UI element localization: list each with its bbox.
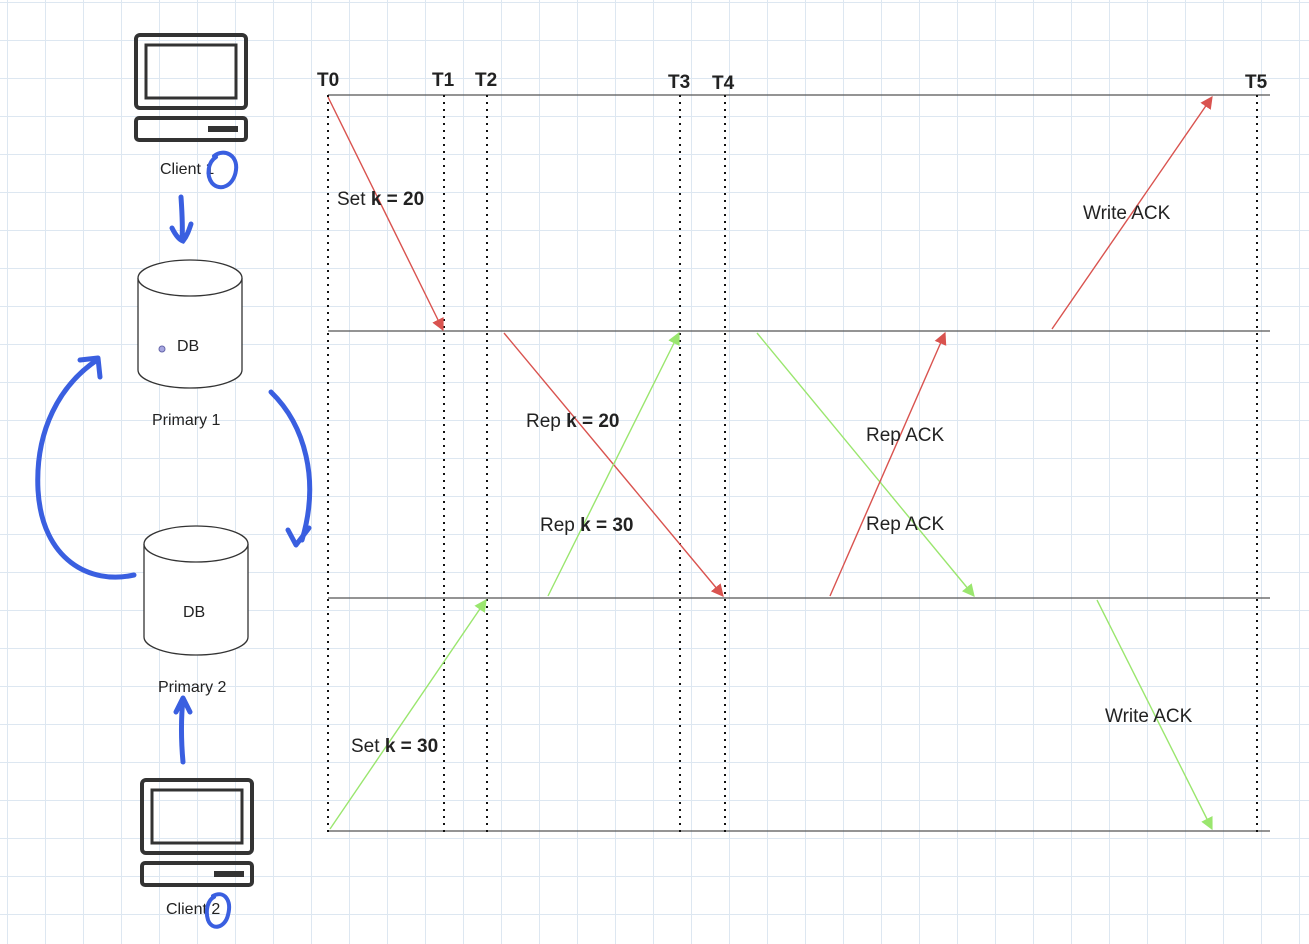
annotation-arrow-client2-to-primary2 <box>173 695 193 765</box>
label-client-1: Client 1 <box>160 161 214 178</box>
arrow-write-ack-green <box>1096 599 1213 831</box>
tick-label-t0: T0 <box>317 70 339 91</box>
label-primary-1: Primary 1 <box>152 412 221 429</box>
label-rep-k30: Rep k = 30 <box>540 515 634 536</box>
label-rep-ack-1: Rep ACK <box>866 425 944 446</box>
computer-icon-client-2 <box>140 778 254 887</box>
arrow-rep-k30 <box>547 331 680 597</box>
tick-label-t5: T5 <box>1245 72 1268 93</box>
label-client-2: Client 2 <box>166 901 220 918</box>
label-write-ack-1: Write ACK <box>1083 203 1171 224</box>
label-rep-k20: Rep k = 20 <box>526 411 620 432</box>
tick-label-t1: T1 <box>432 70 455 91</box>
arrow-set-k30 <box>329 598 487 830</box>
arrow-set-k20 <box>327 96 444 332</box>
label-rep-ack-2: Rep ACK <box>866 514 944 535</box>
tick-label-t4: T4 <box>712 73 735 94</box>
annotation-arrow-client1-to-primary1 <box>169 194 194 244</box>
annotation-circle-client-2 <box>204 892 231 929</box>
label-db-1: DB <box>177 338 199 355</box>
arrow-rep-ack-green <box>756 332 975 597</box>
cursor-dot <box>158 345 166 353</box>
annotation-arrow-primary1-to-primary2 <box>268 389 313 548</box>
database-icon-primary-2 <box>143 525 249 656</box>
annotation-arrow-primary2-to-primary1 <box>35 355 137 580</box>
computer-icon-client-1 <box>134 33 248 142</box>
tick-label-t2: T2 <box>475 70 497 91</box>
arrow-rep-ack-red <box>829 331 947 597</box>
label-set-k30: Set k = 30 <box>351 736 438 757</box>
label-write-ack-2: Write ACK <box>1105 706 1193 727</box>
annotation-circle-client-1 <box>206 150 239 190</box>
label-primary-2: Primary 2 <box>158 679 227 696</box>
tick-label-t3: T3 <box>668 72 690 93</box>
label-db-2: DB <box>183 604 205 621</box>
label-set-k20: Set k = 20 <box>337 189 424 210</box>
database-icon-primary-1 <box>137 259 243 389</box>
arrow-write-ack-red <box>1051 95 1213 330</box>
